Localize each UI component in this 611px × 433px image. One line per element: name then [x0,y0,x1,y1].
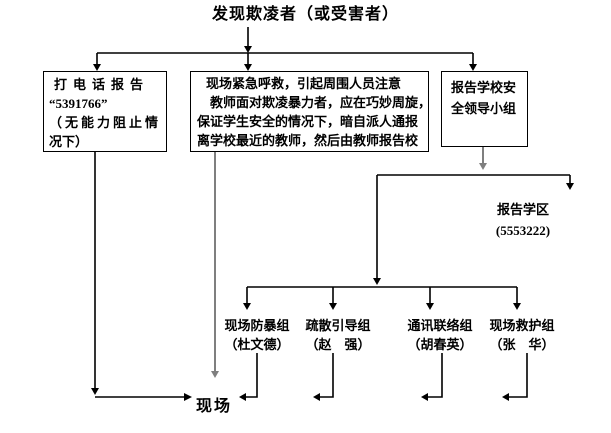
text-line: 报告学区 [496,202,549,217]
arrow-to-group-2 [329,287,337,310]
arrow-title-to-distributor [244,27,252,53]
group-person: （杜文德） [224,337,290,352]
arrow-onsite-to-scene [211,152,219,378]
text-line: 全领导小组 [451,101,517,116]
text-line: 离学校最近的教师，然后由教师报告校 [197,133,419,148]
arrow-safety-to-branch [479,147,487,170]
text-line: 况下） [49,134,89,149]
node-report-district: 报告学区 (5553222) [473,199,573,241]
group-person: （张 华） [489,337,555,352]
arrow-group3-to-scene [421,353,443,401]
group-name: 通讯联络组 [407,318,473,333]
text-line: 教师面对欺凌暴力者，应在巧妙周旋， [210,95,432,110]
arrow-to-district [566,175,574,190]
node-scene: 现场 [196,398,233,415]
arrow-to-group-3 [426,287,434,310]
text-line: 保证学生安全的情况下，暗自派人通报 [197,114,419,129]
node-onsite-rescue: 现场紧急呼救，引起周围人员注意 教师面对欺凌暴力者，应在巧妙周旋， 保证学生安全… [190,71,432,152]
node-phone-report: 打电话报告 “5391766” （无能力阻止情 况下） [43,71,167,152]
arrow-group4-to-scene [502,353,528,401]
group-person: （赵 强） [305,337,371,352]
node-safety-leading-group: 报告学校安 全领导小组 [441,71,528,147]
node-communication-group: 通讯联络组 （胡春英） [385,316,495,354]
arrow-group2-to-scene [313,353,334,401]
page-title: 发现欺凌者（或受害者） [211,6,399,23]
text-line: “5391766” [49,96,108,111]
node-rescue-group: 现场救护组 （张 华） [467,316,577,354]
arrow-to-groups-distributor [373,175,381,285]
text-line: 打电话报告 [54,77,150,92]
arrow-to-group-4 [513,287,521,310]
arrow-group1-to-scene [239,353,258,401]
text-line: （无能力阻止情 [49,115,162,130]
arrow-to-safety-box [469,53,477,71]
node-riot-control-group: 现场防暴组 （杜文德） [202,316,312,354]
arrow-to-phone-box [93,53,101,71]
text-line: (5553222) [495,223,551,238]
arrow-to-onsite-box [244,53,252,71]
arrow-phone-to-scene [91,152,192,401]
text-line: 现场紧急呼救，引起周围人员注意 [206,76,402,91]
arrow-to-group-1 [243,287,251,310]
group-person: （胡春英） [407,337,473,352]
node-evacuation-group: 疏散引导组 （赵 强） [283,316,393,354]
group-name: 现场救护组 [489,318,555,333]
group-name: 疏散引导组 [305,318,371,333]
text-line: 报告学校安 [451,80,517,95]
group-name: 现场防暴组 [224,318,290,333]
